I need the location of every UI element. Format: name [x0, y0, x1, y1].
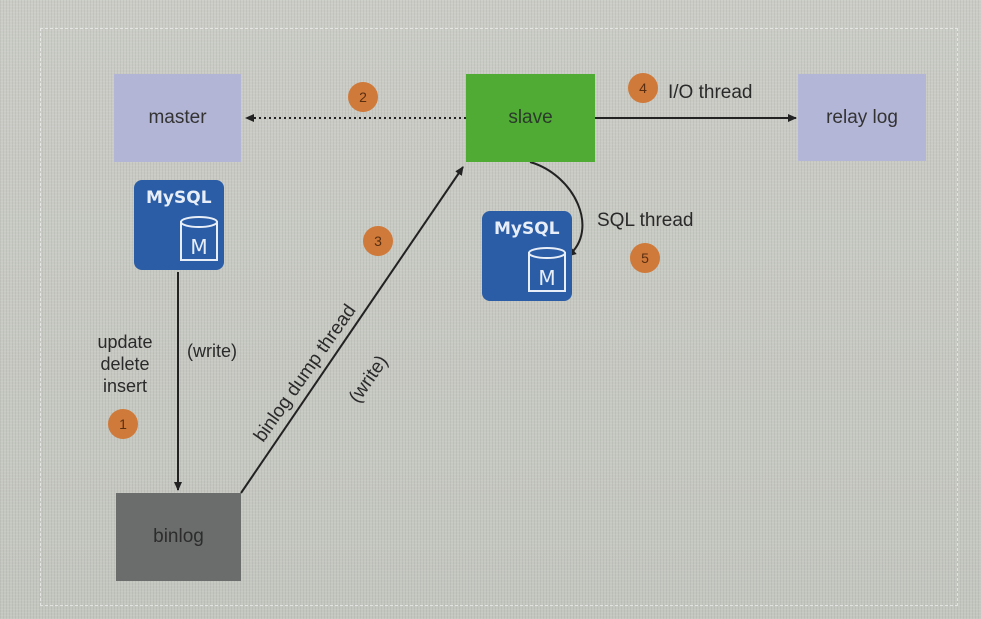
mysql-slave-icon: MySQL M	[482, 211, 572, 301]
slave-label: slave	[508, 107, 553, 128]
mysql-master-icon: MySQL M	[134, 180, 224, 270]
write-vertical-label: (write)	[187, 341, 237, 361]
insert-line: insert	[102, 376, 147, 396]
delete-line: delete	[100, 354, 150, 374]
diagram-frame	[40, 28, 958, 606]
step-badge-2: 2	[348, 82, 378, 112]
relay-log-label: relay log	[826, 106, 898, 128]
io-thread-label: I/O thread	[668, 82, 753, 103]
update-line: update	[97, 332, 153, 352]
slave-node: slave	[466, 74, 595, 162]
step-badge-5: 5	[630, 243, 660, 273]
step-badge-1: 1	[108, 409, 138, 439]
binlog-label: binlog	[153, 526, 204, 547]
arrow-slave-to-mysql-curve	[529, 161, 584, 257]
database-cylinder-icon: M	[180, 216, 218, 261]
master-label: master	[148, 107, 207, 128]
update-delete-insert-label: update delete insert	[90, 331, 160, 397]
binlog-node: binlog	[116, 493, 241, 581]
mysql-wordmark: MySQL	[494, 219, 560, 239]
master-node: master	[114, 74, 241, 162]
database-cylinder-icon: M	[528, 247, 566, 292]
mysql-wordmark: MySQL	[146, 188, 212, 208]
arrow-binlog-to-slave	[240, 166, 464, 494]
step-badge-4: 4	[628, 73, 658, 103]
step-badge-3: 3	[363, 226, 393, 256]
cylinder-letter: M	[190, 235, 207, 259]
relay-log-node: relay log	[798, 74, 926, 161]
cylinder-letter: M	[538, 266, 555, 290]
sql-thread-label: SQL thread	[597, 210, 694, 231]
